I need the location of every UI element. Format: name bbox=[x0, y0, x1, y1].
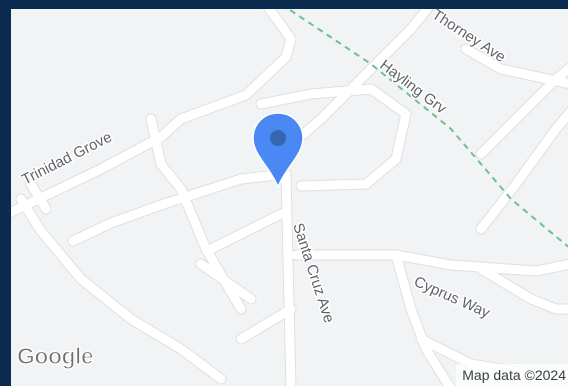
map-attribution[interactable]: Map data ©2024 bbox=[456, 364, 568, 386]
location-pin-icon[interactable] bbox=[250, 111, 306, 191]
railway-line bbox=[286, 9, 568, 248]
street-label-thorney-ave: Thorney Ave bbox=[429, 9, 509, 66]
street-label-hayling-grv: Hayling Grv bbox=[377, 57, 450, 118]
google-logo: Google bbox=[16, 342, 94, 369]
map-canvas[interactable]: Trinidad Grove Thorney Ave Hayling Grv S… bbox=[11, 9, 568, 386]
map-viewport[interactable]: Trinidad Grove Thorney Ave Hayling Grv S… bbox=[11, 9, 568, 386]
street-label-cyprus-way: Cyprus Way bbox=[411, 273, 492, 322]
